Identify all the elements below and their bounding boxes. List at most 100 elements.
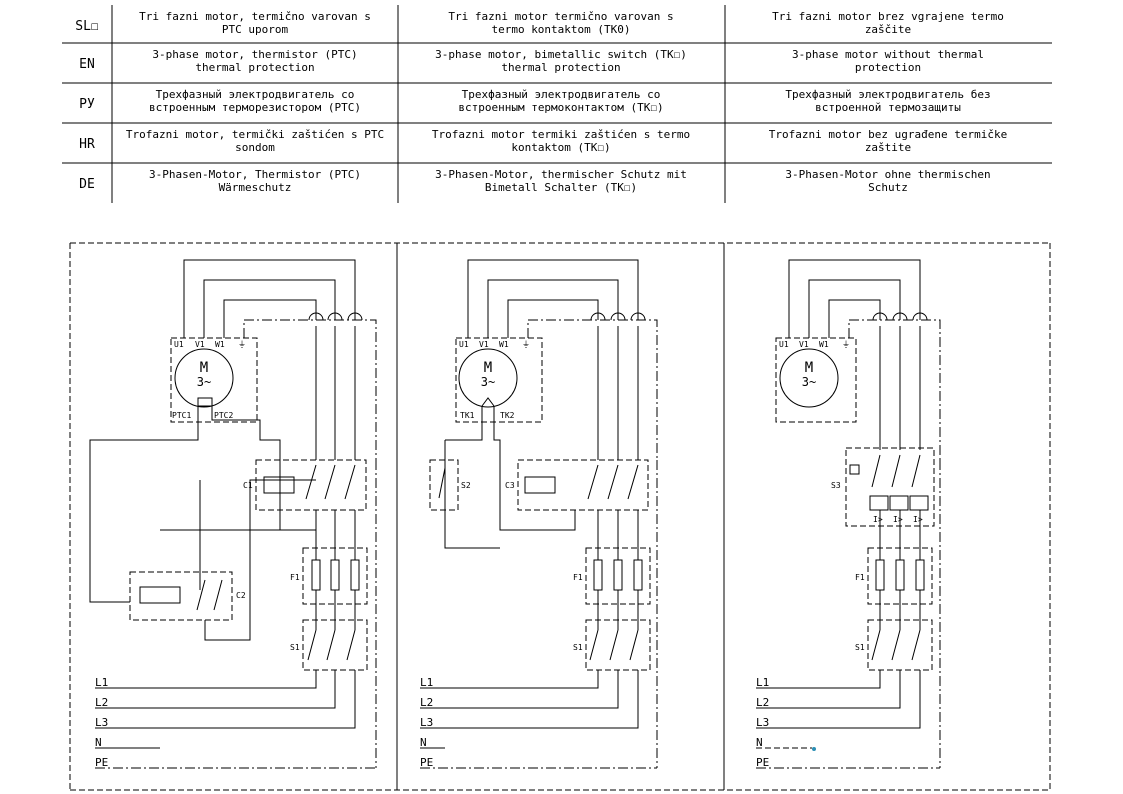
line-pe: PE (95, 756, 108, 769)
table-cell-line: PTC uporom (222, 23, 289, 36)
ground-symbol: ⏚ (522, 340, 530, 349)
line-n: N (420, 736, 427, 749)
motor-ptc: M 3~ U1 V1 W1 ⏚ PTC1 PTC2 (170, 337, 258, 423)
table-cell-line: встроенным терморезистором (PTC) (149, 101, 361, 114)
table-cell-line: встроенной термозащиты (815, 101, 961, 114)
motor-protection-switch-s3: S3 I> I> I> (831, 447, 935, 560)
diagram-frame (69, 242, 1051, 791)
terminal-v1: V1 (479, 340, 489, 349)
relay-c2: C2 (129, 479, 316, 641)
motor-tk: M 3~ U1 V1 W1 ⏚ TK1 TK2 (455, 337, 543, 423)
ptc2-label: PTC2 (214, 411, 233, 420)
table-cell-line: Трехфазный электродвигатель со (462, 88, 661, 101)
table-cell-line: Trofazni motor termiki zaštićen s termo (432, 128, 690, 141)
c2-label: C2 (236, 591, 246, 600)
terminal-v1: V1 (799, 340, 809, 349)
table-row: DE3-Phasen-Motor, Thermistor (PTC)Wärmes… (79, 168, 990, 194)
terminal-w1: W1 (215, 340, 225, 349)
switch-s2: S2 (429, 406, 500, 549)
s1-label: S1 (855, 643, 865, 652)
table-cell-line: kontaktom (TK☐) (511, 141, 610, 154)
c3-label: C3 (505, 481, 515, 490)
table-cell-line: zaštite (865, 141, 911, 154)
language-code: SL☐ (75, 19, 98, 34)
table-cell-line: termo kontaktom (TK0) (491, 23, 630, 36)
table-cell-line: встроенным термоконтактом (TK☐) (458, 101, 663, 114)
contactor-c1: C1 (243, 459, 367, 511)
table-cell-line: 3-Phasen-Motor, thermischer Schutz mit (435, 168, 687, 181)
motor-letter: M (805, 360, 813, 376)
s2-label: S2 (461, 481, 471, 490)
tk1-label: TK1 (460, 411, 475, 420)
language-code: HR (79, 137, 95, 152)
language-code: DE (79, 177, 95, 192)
ptc-control-wires (89, 406, 281, 603)
table-cell-line: Trofazni motor, termički zaštićen s PTC (126, 128, 384, 141)
table-cell-line: thermal protection (501, 61, 620, 74)
table-cell-line: Tri fazni motor brez vgrajene termo (772, 10, 1004, 23)
line-l1: L1 (420, 676, 433, 689)
terminal-u1: U1 (459, 340, 469, 349)
table-grid (62, 5, 1052, 203)
motor-feed-wires (788, 259, 941, 460)
motor-feed-wires (467, 259, 658, 460)
panel-unprotected: M 3~ U1 V1 W1 ⏚ S3 I> I> I> (756, 259, 941, 769)
table-cell-line: 3-phase motor, bimetallic switch (TK☐) (435, 48, 687, 61)
f1-label: F1 (855, 573, 865, 582)
ptc1-label: PTC1 (172, 411, 191, 420)
table-row: SL☐ Tri fazni motor, termično varovan sPT… (75, 10, 1004, 36)
terminal-u1: U1 (174, 340, 184, 349)
motor-letter: M (200, 360, 208, 376)
s1-label: S1 (573, 643, 583, 652)
motor-feed-wires (183, 259, 377, 460)
language-code: EN (79, 57, 95, 72)
supply-lines-tk: L1 L2 L3 N PE (420, 460, 658, 769)
ptc-resistor (197, 397, 213, 407)
table-cell-line: zaščite (865, 23, 911, 36)
line-pe: PE (420, 756, 433, 769)
line-n: N (95, 736, 102, 749)
terminal-w1: W1 (499, 340, 509, 349)
s1-label: S1 (290, 643, 300, 652)
f1-label: F1 (573, 573, 583, 582)
table-cell-line: Tri fazni motor, termično varovan s (139, 10, 371, 23)
line-l2: L2 (756, 696, 769, 709)
line-l3: L3 (420, 716, 433, 729)
table-cell-line: Schutz (868, 181, 908, 194)
table-cell-line: Tri fazni motor termično varovan s (448, 10, 673, 23)
table-cell-line: sondom (235, 141, 275, 154)
c1-label: C1 (243, 481, 253, 490)
table-cell-line: Trofazni motor bez ugrađene termičke (769, 128, 1007, 141)
line-l3: L3 (756, 716, 769, 729)
table-cell-line: protection (855, 61, 921, 74)
s3-label: S3 (831, 481, 841, 490)
motor-phase: 3~ (481, 375, 495, 389)
motor-phase: 3~ (802, 375, 816, 389)
table-cell-line: Bimetall Schalter (TK☐) (485, 181, 637, 194)
motor-plain: M 3~ U1 V1 W1 ⏚ (775, 337, 857, 423)
line-n: N (756, 736, 763, 749)
f1-label: F1 (290, 573, 300, 582)
fuses-f1: F1 (573, 510, 651, 605)
motor-letter: M (484, 360, 492, 376)
line-pe: PE (756, 756, 769, 769)
table-cell-line: 3-phase motor, thermistor (PTC) (152, 48, 357, 61)
table-cell-line: Трехфазный электродвигатель со (156, 88, 355, 101)
language-table: SL☐ Tri fazni motor, termično varovan sPT… (62, 5, 1052, 203)
table-cell-line: 3-Phasen-Motor ohne thermischen (785, 168, 990, 181)
terminal-u1: U1 (779, 340, 789, 349)
switch-s1: S1 (573, 590, 651, 671)
svg-text:I>: I> (913, 515, 923, 524)
line-l3: L3 (95, 716, 108, 729)
motor-phase: 3~ (197, 375, 211, 389)
table-cell-line: thermal protection (195, 61, 314, 74)
table-cell-line: Трехфазный электродвигатель без (785, 88, 990, 101)
line-l1: L1 (756, 676, 769, 689)
panel-tk: M 3~ U1 V1 W1 ⏚ TK1 TK2 S2 (420, 259, 658, 769)
table-body: SL☐ Tri fazni motor, termično varovan sPT… (75, 10, 1007, 194)
table-cell-line: 3-phase motor without thermal (792, 48, 984, 61)
supply-lines-plain: L1 L2 L3 N PE (756, 460, 941, 769)
language-code: РУ (79, 97, 95, 112)
contactor-c3: C3 (493, 406, 649, 531)
